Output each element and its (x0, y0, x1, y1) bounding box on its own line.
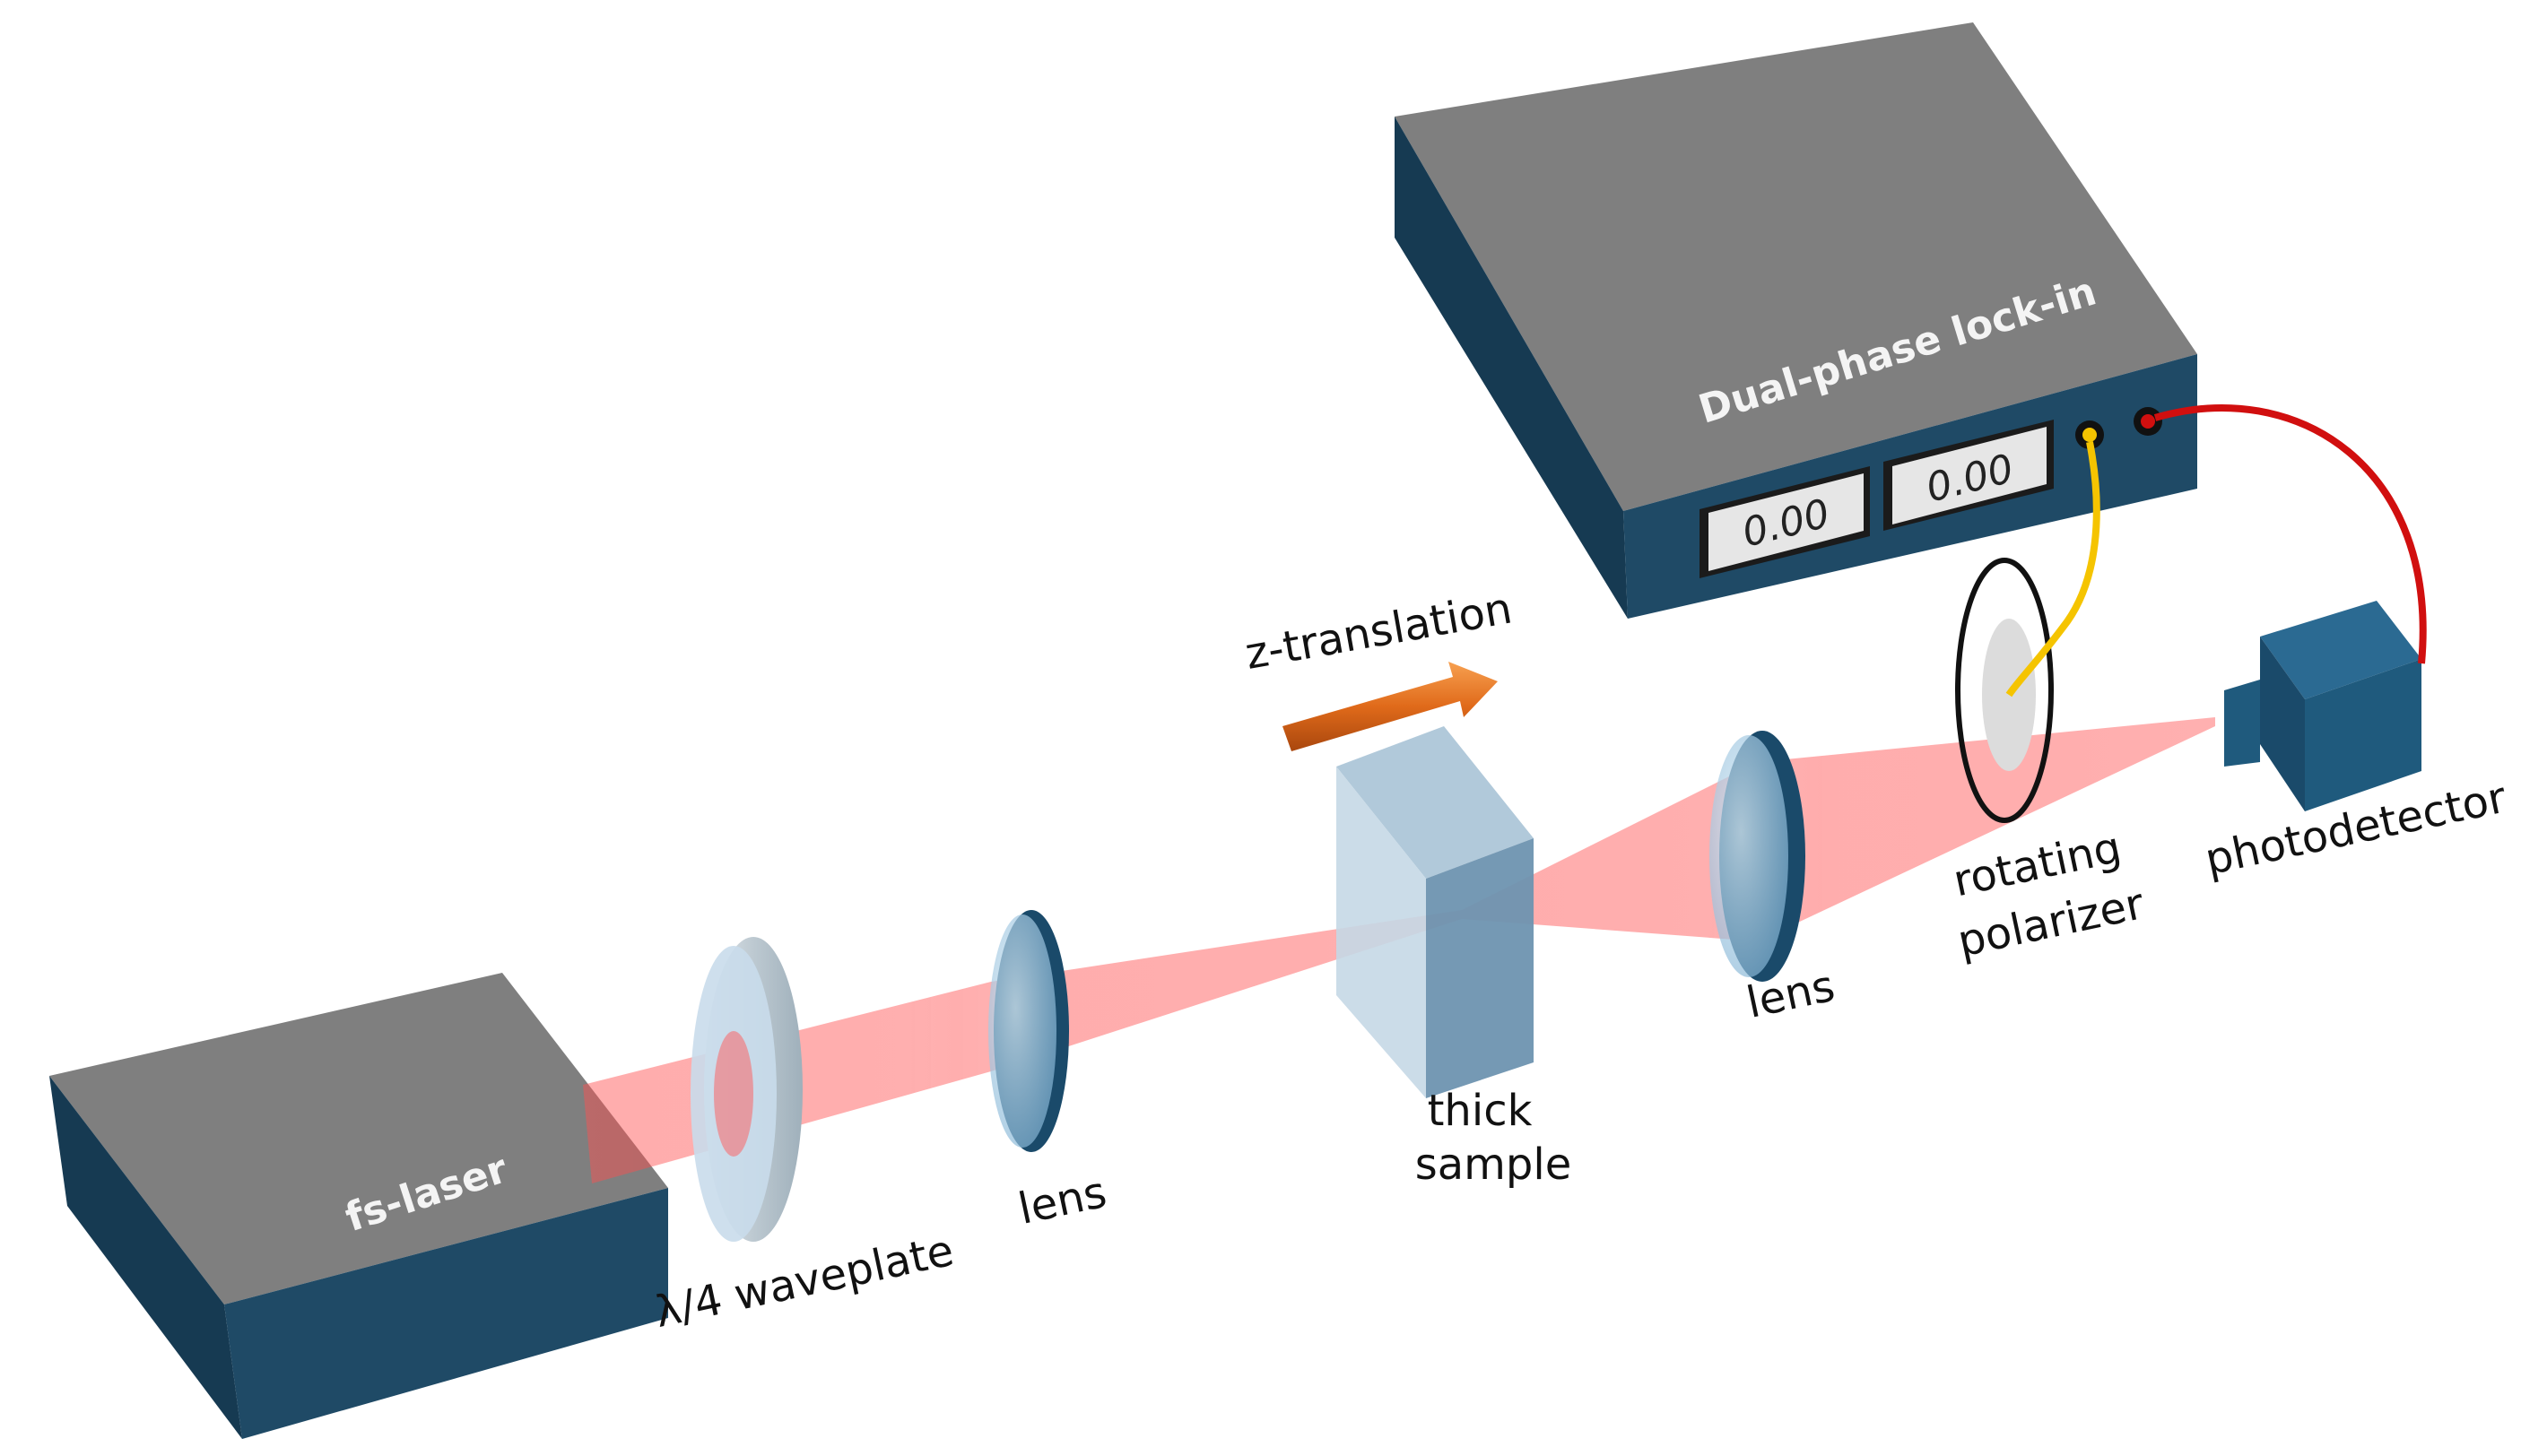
photodetector (2224, 601, 2421, 811)
detector-front-face (2305, 659, 2421, 811)
lens-2-glass (1709, 735, 1788, 977)
detector-left-face (2260, 637, 2305, 811)
sample-front-face (1426, 838, 1534, 1098)
fs-laser-front-face (224, 1188, 668, 1439)
waveplate-label: λ/4 waveplate (650, 1226, 958, 1338)
sample-top (1336, 726, 1534, 879)
sample-label: sample (1415, 1140, 1572, 1190)
detector-nozzle (2224, 680, 2260, 767)
thick-sample: thick sample (1336, 726, 1571, 1190)
beam-segment-3 (1462, 762, 1758, 941)
lockin-display-1: 0.00 (1700, 466, 1870, 578)
lens-2 (1709, 731, 1805, 982)
sample-left-face (1336, 767, 1426, 1098)
lockin-left-face (1395, 117, 1628, 619)
cable-red (2153, 404, 2427, 664)
fs-laser-left-face (49, 1076, 242, 1439)
lockin-top (1395, 22, 2197, 511)
lens-1-glass (988, 914, 1056, 1148)
lockin-display-2: 0.00 (1883, 420, 2054, 531)
lockin-box: Dual-phase lock-in 0.00 0.00 (1395, 22, 2197, 619)
laser-beam (583, 717, 2215, 1183)
beam-segment-4 (1758, 717, 2215, 941)
fs-laser-box: fs-laser (49, 973, 668, 1439)
lens-1-label: lens (1014, 1167, 1111, 1235)
z-translation-label: z-translation (1241, 584, 1516, 680)
z-translation-arrow: z-translation (1241, 584, 1516, 751)
cable-yellow (2005, 441, 2100, 698)
thick-label: thick (1428, 1086, 1533, 1136)
arrow-shape (1282, 662, 1498, 751)
waveplate (691, 937, 803, 1242)
detector-top (2260, 601, 2421, 699)
waveplate-beam-spot (714, 1031, 753, 1157)
lens-1 (988, 910, 1069, 1152)
polarizer-ring (1955, 558, 2054, 823)
fs-laser-top (49, 973, 668, 1304)
